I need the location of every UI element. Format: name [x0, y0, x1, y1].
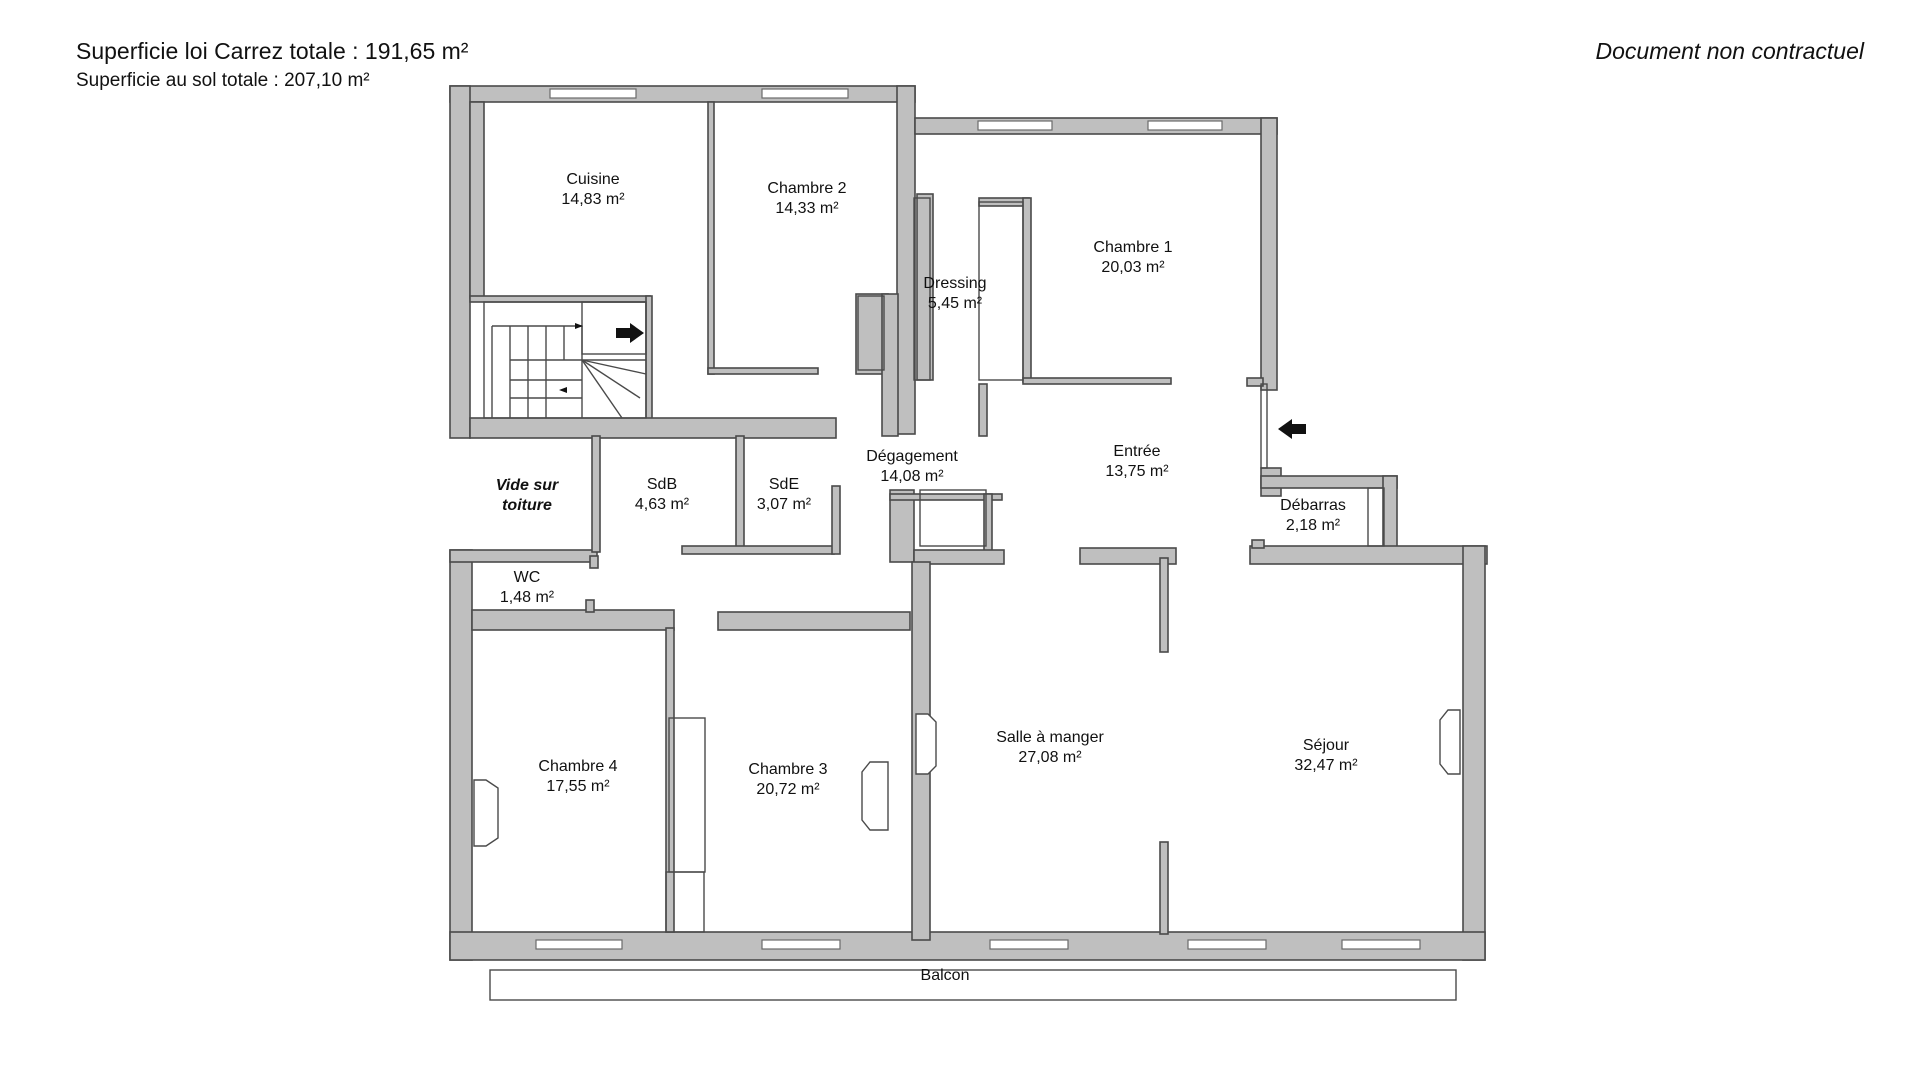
- room-area: 5,45 m²: [927, 295, 983, 312]
- room-area: 14,83 m²: [561, 191, 625, 208]
- room-area: 17,55 m²: [546, 778, 610, 795]
- room-name: Dressing: [923, 275, 987, 292]
- room-name: Dégagement: [866, 448, 958, 465]
- roof-void-label: Vide sur toiture: [496, 476, 559, 516]
- room-name: Chambre 4: [538, 758, 618, 775]
- room-name: Salle à manger: [996, 729, 1104, 746]
- room-label-chambre-3: Chambre 3 20,72 m²: [748, 760, 827, 800]
- room-name: Chambre 1: [1093, 239, 1173, 256]
- floor-area-total: Superficie au sol totale : 207,10 m²: [76, 70, 370, 91]
- room-label-sejour: Séjour 32,47 m²: [1294, 736, 1357, 776]
- carrez-area-total: Superficie loi Carrez totale : 191,65 m²: [76, 38, 469, 64]
- room-label-sdb: SdB 4,63 m²: [635, 475, 689, 515]
- room-label-sde: SdE 3,07 m²: [757, 475, 811, 515]
- room-label-chambre-1: Chambre 1 20,03 m²: [1093, 238, 1172, 278]
- roof-void-line-2: toiture: [502, 497, 552, 514]
- room-label-chambre-4: Chambre 4 17,55 m²: [538, 757, 617, 797]
- room-name: Chambre 2: [767, 180, 847, 197]
- roof-void-line-1: Vide sur: [495, 477, 559, 494]
- staircase: [483, 301, 647, 419]
- room-area: 14,08 m²: [880, 468, 944, 485]
- room-name: SdB: [646, 476, 678, 493]
- room-label-chambre-2: Chambre 2 14,33 m²: [767, 179, 846, 219]
- entrance-arrow-icon: [1278, 419, 1306, 439]
- room-label-cuisine: Cuisine 14,83 m²: [561, 170, 624, 210]
- room-name: WC: [513, 569, 541, 586]
- entry-arrow-icon: [616, 323, 644, 343]
- room-area: 20,72 m²: [756, 781, 820, 798]
- room-area: 1,48 m²: [499, 589, 555, 606]
- windows: [535, 88, 1421, 950]
- room-area: 20,03 m²: [1101, 259, 1165, 276]
- room-area: 13,75 m²: [1105, 463, 1169, 480]
- room-label-debarras: Débarras 2,18 m²: [1280, 496, 1346, 536]
- room-name: Débarras: [1280, 497, 1346, 514]
- room-area: 27,08 m²: [1018, 749, 1082, 766]
- room-label-degagement: Dégagement 14,08 m²: [866, 447, 958, 487]
- room-label-wc: WC 1,48 m²: [500, 568, 554, 608]
- room-name: Chambre 3: [748, 761, 828, 778]
- room-label-salle-a-manger: Salle à manger 27,08 m²: [996, 728, 1104, 768]
- room-area: 3,07 m²: [756, 496, 812, 513]
- disclaimer: Document non contractuel: [1595, 38, 1865, 64]
- closet-lines: [489, 197, 1457, 1001]
- room-area: 4,63 m²: [634, 496, 690, 513]
- room-area: 14,33 m²: [775, 200, 839, 217]
- room-name: SdE: [768, 476, 800, 493]
- room-name: Balcon: [920, 967, 970, 984]
- room-label-balcon: Balcon: [921, 966, 970, 986]
- radiators: [473, 709, 1461, 847]
- room-name: Entrée: [1113, 443, 1161, 460]
- room-area: 32,47 m²: [1294, 757, 1358, 774]
- room-label-dressing: Dressing 5,45 m²: [923, 274, 986, 314]
- room-name: Séjour: [1302, 737, 1350, 754]
- room-name: Cuisine: [566, 171, 620, 188]
- room-label-entree: Entrée 13,75 m²: [1105, 442, 1168, 482]
- room-area: 2,18 m²: [1285, 517, 1341, 534]
